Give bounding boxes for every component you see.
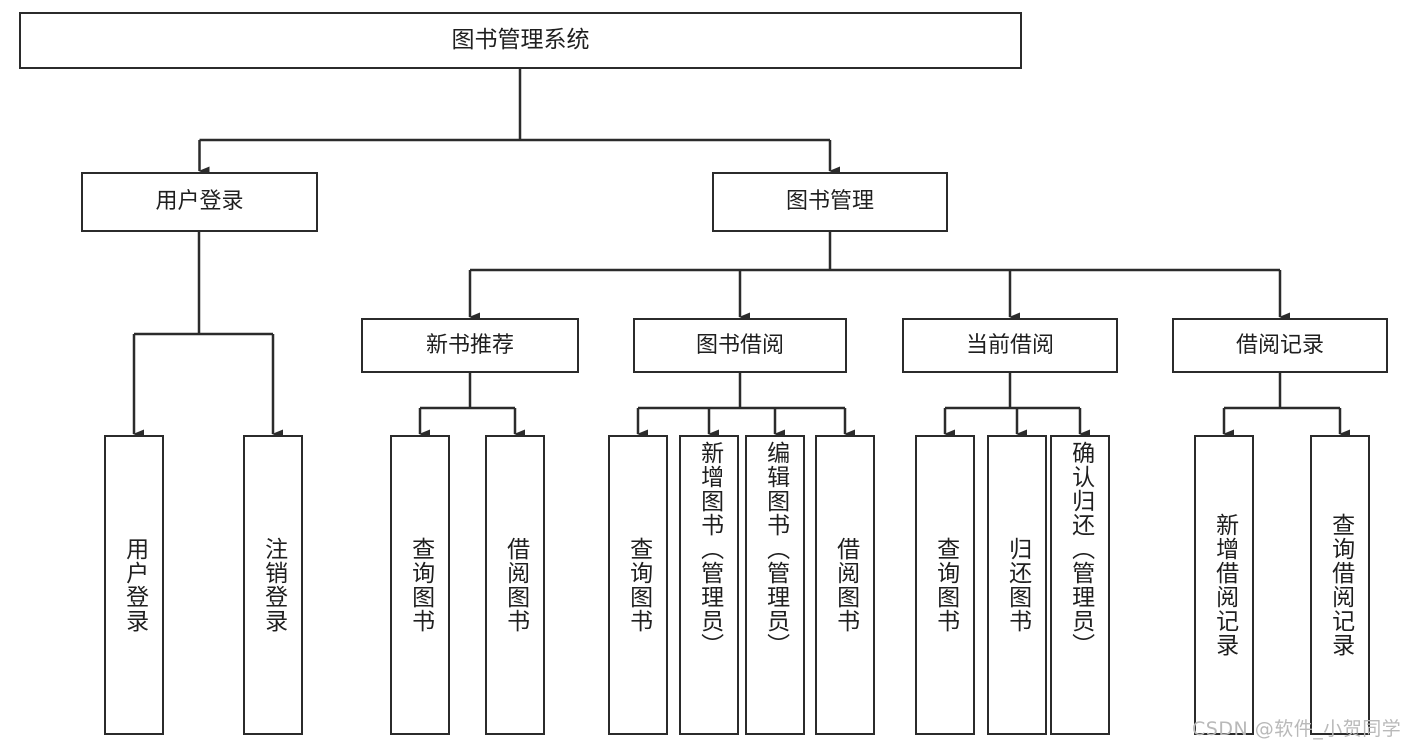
node-current: 当前借阅 [902, 318, 1118, 373]
node-leaf-current-return: 归还图书 [987, 435, 1047, 735]
node-label: 查询图书 [932, 537, 959, 633]
node-label: 用户登录 [155, 189, 244, 215]
node-leaf-user-logout: 注销登录 [243, 435, 303, 735]
node-label: 查询图书 [407, 537, 434, 633]
node-leaf-borrow-edit: 编辑图书（管理员） [745, 435, 805, 735]
node-leaf-borrow-lend: 借阅图书 [815, 435, 875, 735]
node-records: 借阅记录 [1172, 318, 1388, 373]
node-root: 图书管理系统 [19, 12, 1022, 69]
node-label: 注销登录 [260, 537, 287, 633]
node-label: 借阅图书 [502, 537, 529, 633]
node-label: 归还图书 [1004, 537, 1031, 633]
node-label: 新增借阅记录 [1211, 513, 1238, 657]
node-label: 编辑图书（管理员） [762, 441, 789, 657]
node-label: 借阅图书 [832, 537, 859, 633]
node-label: 查询借阅记录 [1327, 513, 1354, 657]
node-label: 查询图书 [625, 537, 652, 633]
node-label: 用户登录 [121, 537, 148, 633]
node-bookmgmt: 图书管理 [712, 172, 948, 232]
node-login: 用户登录 [81, 172, 318, 232]
node-label: 新增图书（管理员） [696, 441, 723, 657]
node-label: 新书推荐 [425, 332, 514, 358]
node-borrow: 图书借阅 [633, 318, 847, 373]
node-label: 图书管理 [785, 189, 874, 215]
node-leaf-rec-add: 新增借阅记录 [1194, 435, 1254, 735]
node-leaf-borrow-add: 新增图书（管理员） [679, 435, 739, 735]
node-label: 当前借阅 [965, 332, 1054, 358]
node-leaf-user-login: 用户登录 [104, 435, 164, 735]
node-label: 图书管理系统 [451, 26, 590, 53]
node-leaf-new-query: 查询图书 [390, 435, 450, 735]
node-leaf-rec-query: 查询借阅记录 [1310, 435, 1370, 735]
node-leaf-borrow-query: 查询图书 [608, 435, 668, 735]
node-label: 确认归还（管理员） [1067, 441, 1094, 657]
node-leaf-new-borrow: 借阅图书 [485, 435, 545, 735]
node-label: 图书借阅 [695, 332, 784, 358]
node-leaf-current-query: 查询图书 [915, 435, 975, 735]
edge-paths [132, 69, 1350, 439]
node-newbook: 新书推荐 [361, 318, 579, 373]
node-label: 借阅记录 [1235, 332, 1324, 358]
node-leaf-current-confirm: 确认归还（管理员） [1050, 435, 1110, 735]
